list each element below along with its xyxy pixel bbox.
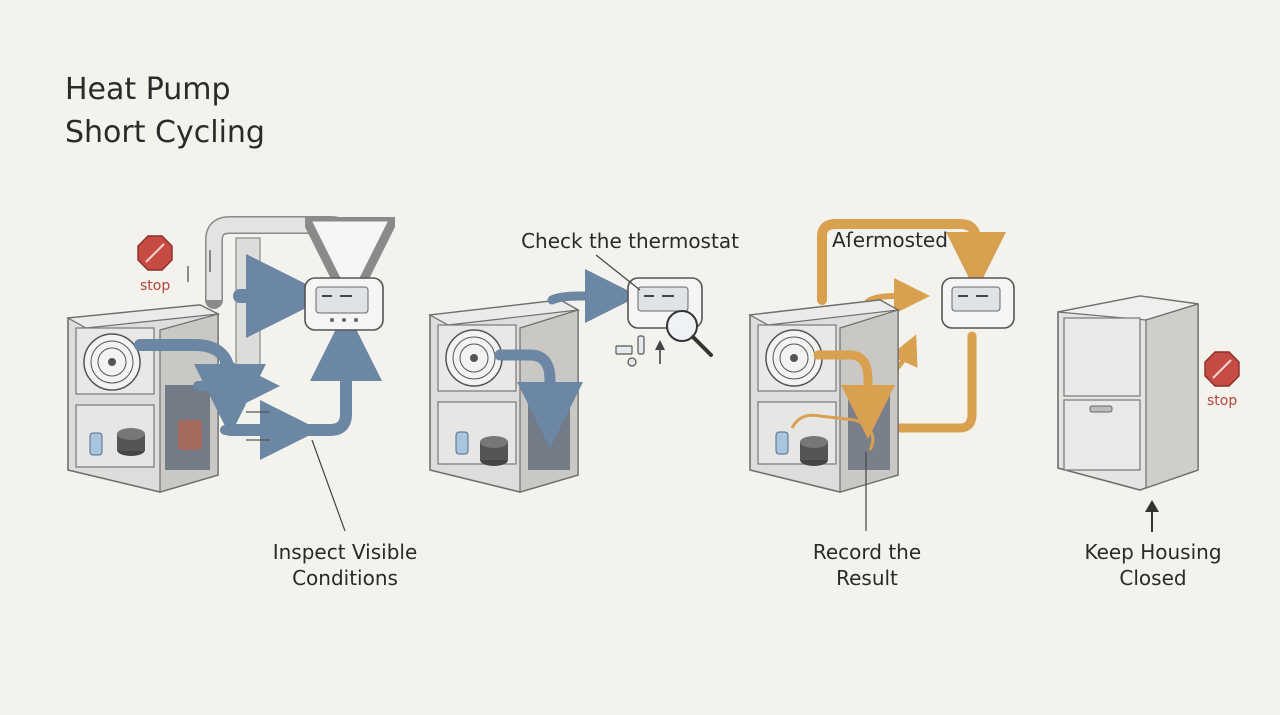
step1-label-line2: Conditions	[292, 566, 398, 590]
step2-leader	[595, 254, 641, 291]
step2-label: Check the thermostat	[510, 228, 750, 254]
title-line-2: Short Cycling	[65, 115, 265, 150]
step2-heat-pump-unit	[428, 299, 580, 493]
small-tools-icons	[615, 335, 645, 367]
compressor-icon	[117, 428, 145, 456]
compressor-icon	[480, 436, 508, 466]
step1-thermostat-icon	[304, 277, 384, 331]
step1-label: Inspect Visible Conditions	[262, 539, 428, 591]
step4-label-line2: Closed	[1119, 566, 1187, 590]
step2-label-line1: Check the thermostat	[521, 229, 739, 253]
magnifier-icon	[666, 310, 713, 357]
fan-icon	[83, 333, 141, 391]
fan-icon	[445, 329, 503, 387]
step3-orange-arc	[817, 219, 1006, 305]
step2-airflow-arrows	[494, 269, 639, 448]
compressor-icon	[800, 436, 828, 466]
step4-group: stop	[1057, 295, 1240, 532]
title-line-1: Heat Pump	[65, 72, 231, 107]
arc-label: Aſermosted	[832, 228, 948, 252]
stop-sign-icon-left: stop	[137, 235, 173, 294]
fan-icon	[765, 329, 823, 387]
step3-heat-pump-unit	[748, 299, 900, 493]
step3-group: Aſermosted	[748, 219, 1015, 531]
step2-group	[428, 254, 713, 493]
step4-label: Keep Housing Closed	[1073, 539, 1233, 591]
stop-label-right: stop	[1207, 393, 1237, 409]
stop-sign-icon-right: stop	[1204, 351, 1240, 409]
step1-label-line1: Inspect Visible	[272, 540, 418, 564]
step3-label-line2: Result	[836, 566, 898, 590]
step3-orange-return	[895, 331, 977, 433]
step1-group: stop	[66, 216, 384, 532]
stop-label-left: stop	[140, 278, 170, 294]
step1-heat-pump-unit	[66, 304, 221, 493]
step1-airflow-arrows	[134, 254, 382, 460]
step3-label: Record the Result	[797, 539, 937, 591]
step3-thermostat-icon	[941, 277, 1015, 329]
step1-leader	[311, 439, 346, 532]
step4-closed-housing	[1057, 295, 1199, 491]
up-arrow-icon	[655, 340, 665, 364]
page-title: Heat Pump Short Cycling	[65, 68, 265, 154]
step4-label-line1: Keep Housing	[1084, 540, 1222, 564]
up-arrow-icon	[1145, 500, 1159, 532]
step3-label-line1: Record the	[812, 540, 922, 564]
